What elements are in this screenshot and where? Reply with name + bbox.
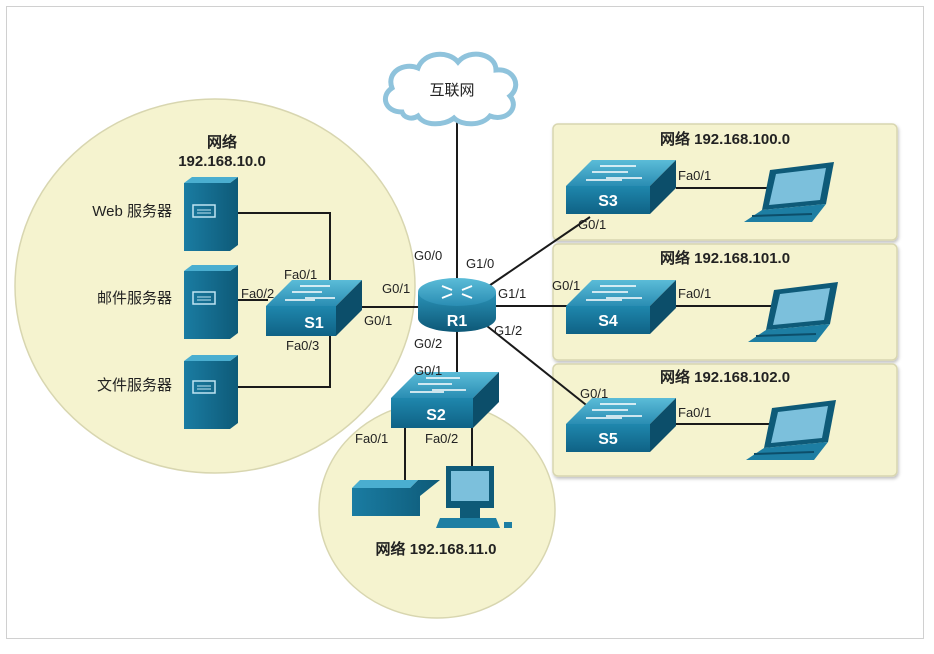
router-r1[interactable]: R1 (418, 278, 496, 332)
switch-arrows-icon (586, 165, 642, 181)
port-label: G0/0 (414, 248, 442, 263)
links (238, 118, 774, 480)
laptop-s4[interactable] (748, 282, 838, 342)
server-web[interactable] (184, 177, 238, 251)
switch-s4[interactable]: S4 (566, 280, 676, 334)
port-label: G0/1 (578, 217, 606, 232)
switch-s5[interactable]: S5 (566, 398, 676, 452)
link-r1-s3 (479, 216, 591, 293)
port-labels: G0/0 G0/1 G0/2 G1/0 G1/1 G1/2 Fa0/1 Fa0/… (241, 168, 711, 446)
switch-s1-label: S1 (304, 315, 324, 332)
laptop-s3[interactable] (744, 162, 834, 222)
cloud-label: 互联网 (429, 82, 474, 99)
laptop-base-icon (748, 324, 830, 342)
link-r1-s5 (481, 321, 591, 409)
router-r1-label: R1 (447, 313, 468, 330)
cloud-shape (382, 51, 519, 127)
switch-arrows-icon (586, 403, 642, 419)
switch-s2[interactable]: S2 (391, 372, 499, 428)
switch-s2-label: S2 (426, 407, 446, 424)
pc-mouse-icon (504, 522, 512, 528)
network-100-label: 网络 192.168.100.0 (660, 130, 790, 148)
server-file-label: 文件服务器 (97, 377, 172, 394)
network-102-label: 网络 192.168.102.0 (660, 368, 790, 386)
port-label: G0/1 (414, 363, 442, 378)
printer-icon-group[interactable] (352, 480, 440, 516)
switch-arrows-icon (410, 377, 466, 393)
laptop-base-icon (744, 204, 826, 222)
network-10-label-line1: 网络 (207, 133, 237, 151)
port-label: Fa0/1 (355, 431, 388, 446)
switch-s3-label: S3 (598, 193, 618, 210)
internet-cloud: 互联网 (382, 51, 519, 127)
port-label: G0/1 (364, 313, 392, 328)
port-label: Fa0/1 (678, 286, 711, 301)
network-10-label-line2: 192.168.10.0 (178, 153, 266, 170)
server-icon (184, 355, 238, 429)
pc-keyboard-icon (436, 518, 500, 528)
port-label: G1/1 (498, 286, 526, 301)
server-icon (184, 265, 238, 339)
laptop-base-icon (746, 442, 828, 460)
network-11-label: 网络 192.168.11.0 (376, 540, 497, 558)
server-file[interactable] (184, 355, 238, 429)
network-101-label: 网络 192.168.101.0 (660, 249, 790, 267)
link-s1-web (238, 212, 331, 282)
port-label: Fa0/1 (678, 168, 711, 183)
port-label: G1/2 (494, 323, 522, 338)
port-label: G0/1 (580, 386, 608, 401)
server-web-label: Web 服务器 (92, 203, 172, 220)
server-icon (184, 177, 238, 251)
port-label: G0/2 (414, 336, 442, 351)
laptop-s5[interactable] (746, 400, 836, 460)
port-label: Fa0/1 (678, 405, 711, 420)
server-mail[interactable] (184, 265, 238, 339)
port-label: Fa0/2 (425, 431, 458, 446)
port-label: G1/0 (466, 256, 494, 271)
switch-arrows-icon (285, 285, 335, 301)
printer-icon (352, 480, 440, 516)
port-label: Fa0/3 (286, 338, 319, 353)
port-label: Fa0/2 (241, 286, 274, 301)
switch-s4-label: S4 (598, 313, 618, 330)
port-label: G0/1 (382, 281, 410, 296)
server-mail-label: 邮件服务器 (97, 290, 172, 307)
port-label: Fa0/1 (284, 267, 317, 282)
switch-s3[interactable]: S3 (566, 160, 676, 214)
router-arrows-icon (441, 285, 473, 299)
pc-icon-group[interactable] (436, 466, 512, 528)
switch-s1[interactable]: S1 (266, 280, 362, 336)
link-s1-file (238, 330, 331, 388)
port-label: G0/1 (552, 278, 580, 293)
switch-arrows-icon (586, 285, 642, 301)
switch-s5-label: S5 (598, 431, 618, 448)
